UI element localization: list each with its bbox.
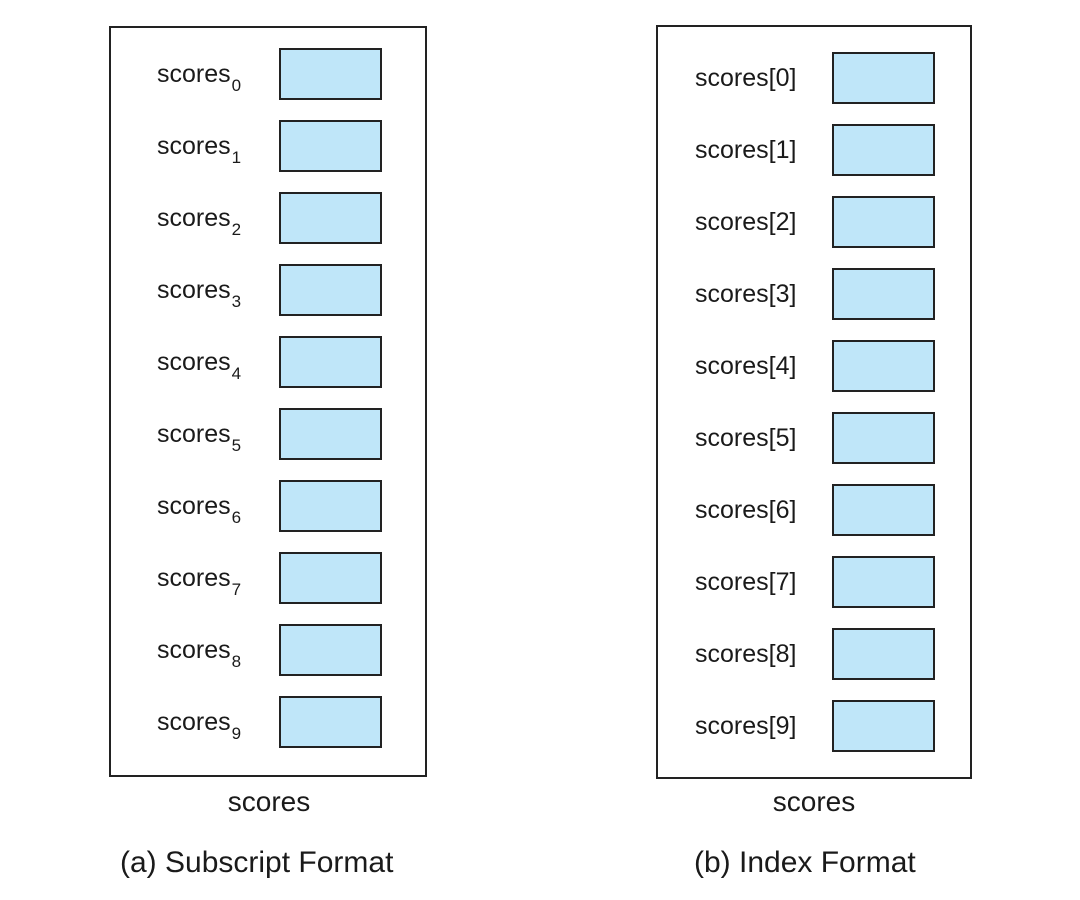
element-label: scores[1]: [695, 136, 797, 164]
array-element-row: scores[3]: [658, 268, 970, 320]
array-cell: [832, 196, 935, 248]
array-cell: [832, 556, 935, 608]
element-label: scores[0]: [695, 64, 797, 92]
array-element-row: scores[9]: [658, 700, 970, 752]
array-element-row: scores0: [111, 48, 425, 100]
array-element-row: scores8: [111, 624, 425, 676]
element-label-base: scores: [157, 420, 231, 448]
array-element-row: scores[7]: [658, 556, 970, 608]
element-label-base: scores: [157, 132, 231, 160]
element-label: scores8: [157, 624, 241, 676]
element-label: scores[9]: [695, 712, 797, 740]
element-label-base: scores: [157, 348, 231, 376]
array-cell: [279, 552, 382, 604]
element-label: scores6: [157, 480, 241, 532]
array-name-a: scores: [227, 786, 311, 817]
array-element-row: scores7: [111, 552, 425, 604]
element-label: scores[5]: [695, 424, 797, 452]
element-label: scores[7]: [695, 568, 797, 596]
array-cell: [832, 52, 935, 104]
array-cell: [832, 412, 935, 464]
element-label: scores[3]: [695, 280, 797, 308]
array-cell: [279, 408, 382, 460]
array-cell: [832, 268, 935, 320]
array-cell: [832, 628, 935, 680]
element-label: scores5: [157, 408, 241, 460]
element-label: scores7: [157, 552, 241, 604]
element-subscript: 9: [231, 724, 242, 743]
array-element-row: scores[1]: [658, 124, 970, 176]
element-label-base: scores: [157, 708, 231, 736]
array-element-row: scores9: [111, 696, 425, 748]
element-label: scores[4]: [695, 352, 797, 380]
element-label: scores9: [157, 696, 241, 748]
element-label-base: scores: [157, 276, 231, 304]
element-label-base: scores: [157, 60, 231, 88]
element-label-base: scores: [157, 636, 231, 664]
element-label-base: scores: [157, 492, 231, 520]
element-subscript: 8: [231, 652, 242, 671]
element-label: scores[2]: [695, 208, 797, 236]
element-subscript: 1: [231, 148, 242, 167]
array-cell: [279, 624, 382, 676]
array-element-row: scores[4]: [658, 340, 970, 392]
array-element-row: scores[8]: [658, 628, 970, 680]
array-cell: [832, 484, 935, 536]
array-cell: [279, 192, 382, 244]
array-cell: [279, 48, 382, 100]
array-element-row: scores5: [111, 408, 425, 460]
element-label: scores2: [157, 192, 241, 244]
array-element-row: scores[6]: [658, 484, 970, 536]
array-element-row: scores[0]: [658, 52, 970, 104]
element-subscript: 0: [231, 76, 242, 95]
array-element-row: scores2: [111, 192, 425, 244]
array-cell: [279, 696, 382, 748]
element-subscript: 5: [231, 436, 242, 455]
element-label: scores1: [157, 120, 241, 172]
array-cell: [279, 336, 382, 388]
element-subscript: 6: [231, 508, 242, 527]
array-element-row: scores4: [111, 336, 425, 388]
element-subscript: 7: [231, 580, 242, 599]
array-element-row: scores[5]: [658, 412, 970, 464]
element-subscript: 4: [231, 364, 242, 383]
caption-subscript-format: (a) Subscript Format: [120, 846, 394, 879]
element-label: scores3: [157, 264, 241, 316]
array-element-row: scores6: [111, 480, 425, 532]
element-label: scores[6]: [695, 496, 797, 524]
element-subscript: 2: [231, 220, 242, 239]
array-cell: [279, 264, 382, 316]
array-cell: [279, 120, 382, 172]
array-cell: [832, 124, 935, 176]
array-name-b: scores: [772, 786, 856, 817]
array-element-row: scores3: [111, 264, 425, 316]
caption-index-format: (b) Index Format: [694, 846, 916, 879]
element-label: scores0: [157, 48, 241, 100]
index-format-panel: scores[0] scores[1] scores[2] scores[3] scor…: [656, 25, 972, 779]
array-cell: [832, 700, 935, 752]
element-subscript: 3: [231, 292, 242, 311]
element-label-base: scores: [157, 564, 231, 592]
element-label: scores4: [157, 336, 241, 388]
array-element-row: scores[2]: [658, 196, 970, 248]
array-element-row: scores1: [111, 120, 425, 172]
array-cell: [279, 480, 382, 532]
element-label: scores[8]: [695, 640, 797, 668]
array-cell: [832, 340, 935, 392]
element-label-base: scores: [157, 204, 231, 232]
